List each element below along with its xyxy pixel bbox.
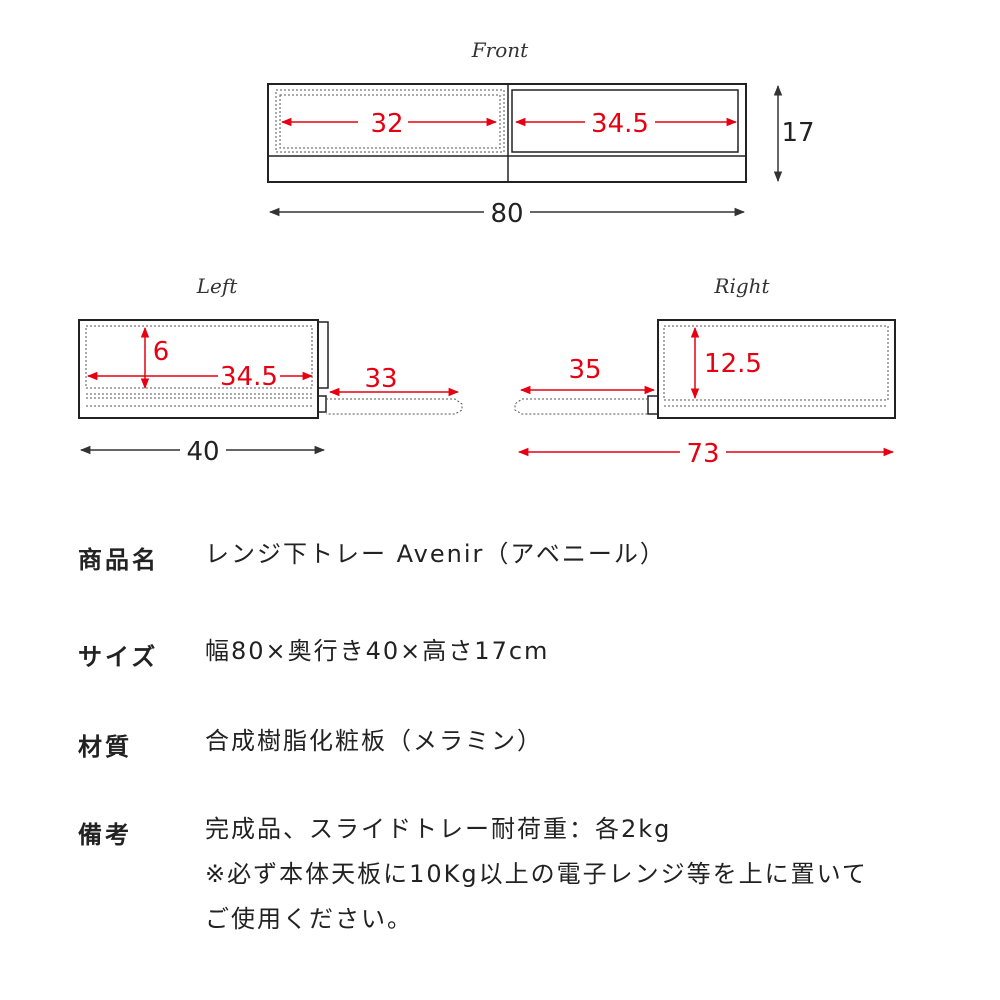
right-slide-dim: 35 [568, 355, 601, 385]
spec-label: 商品名 [78, 546, 159, 574]
right-view-title: Right [713, 274, 770, 298]
front-left-tray-inner-hidden [279, 94, 501, 149]
spec-label: 備考 [78, 821, 132, 849]
left-inner-depth-dim: 34.5 [220, 362, 278, 392]
front-width-dim: 80 [490, 199, 523, 229]
spec-value: 幅80×奥行き40×高さ17cm [205, 629, 549, 674]
spec-value: 合成樹脂化粧板（メラミン） [205, 719, 543, 764]
right-inner-height-dim: 12.5 [704, 349, 762, 379]
front-view: Front 32 34.5 17 80 [267, 38, 815, 229]
left-front-panel [317, 321, 329, 389]
spec-value: レンジ下トレー Avenir（アベニール） [205, 532, 666, 577]
right-total-dim: 73 [686, 439, 719, 469]
left-upper-tray-hidden [85, 325, 313, 389]
spec-value-line: ※必ず本体天板に10Kg以上の電子レンジ等を上に置いて [205, 860, 868, 888]
front-height-dim: 17 [781, 118, 814, 148]
spec-value-line: ご使用ください。 [205, 905, 413, 933]
spec-value: 完成品、スライドトレー耐荷重：各2kg ※必ず本体天板に10Kg以上の電子レンジ… [205, 807, 868, 942]
front-right-tray [511, 89, 739, 153]
spec-label: 材質 [78, 733, 132, 761]
spec-value-line: 幅80×奥行き40×高さ17cm [205, 637, 550, 665]
left-outline [78, 319, 319, 419]
left-view: Left 6 34.5 33 40 [78, 274, 463, 467]
right-slide-panel [647, 395, 659, 415]
spec-value-line: 合成樹脂化粧板（メラミン） [205, 727, 543, 755]
right-tray-hidden [663, 325, 889, 401]
right-slide-tray-hidden [514, 398, 648, 415]
front-view-title: Front [471, 38, 529, 62]
left-view-title: Left [196, 274, 239, 298]
left-inner-height-dim: 6 [153, 337, 170, 367]
front-left-tray-hidden [275, 89, 505, 153]
left-slide-dim: 33 [364, 364, 397, 394]
left-depth-dim: 40 [186, 437, 219, 467]
spec-value-line: レンジ下トレー Avenir（アベニール） [205, 540, 666, 568]
spec-value-line: 完成品、スライドトレー耐荷重：各2kg [205, 815, 672, 843]
front-inner-right-dim: 34.5 [591, 109, 649, 139]
front-inner-left-dim: 32 [370, 109, 403, 139]
left-slide-panel [317, 395, 327, 413]
spec-label: サイズ [78, 643, 159, 671]
dimension-diagram: Front 32 34.5 17 80 Left 6 34.5 3 [78, 38, 896, 469]
right-outline [657, 319, 896, 419]
front-outline [267, 83, 747, 183]
left-slide-tray-hidden [326, 398, 463, 415]
right-view: Right 35 12.5 73 [514, 274, 896, 469]
